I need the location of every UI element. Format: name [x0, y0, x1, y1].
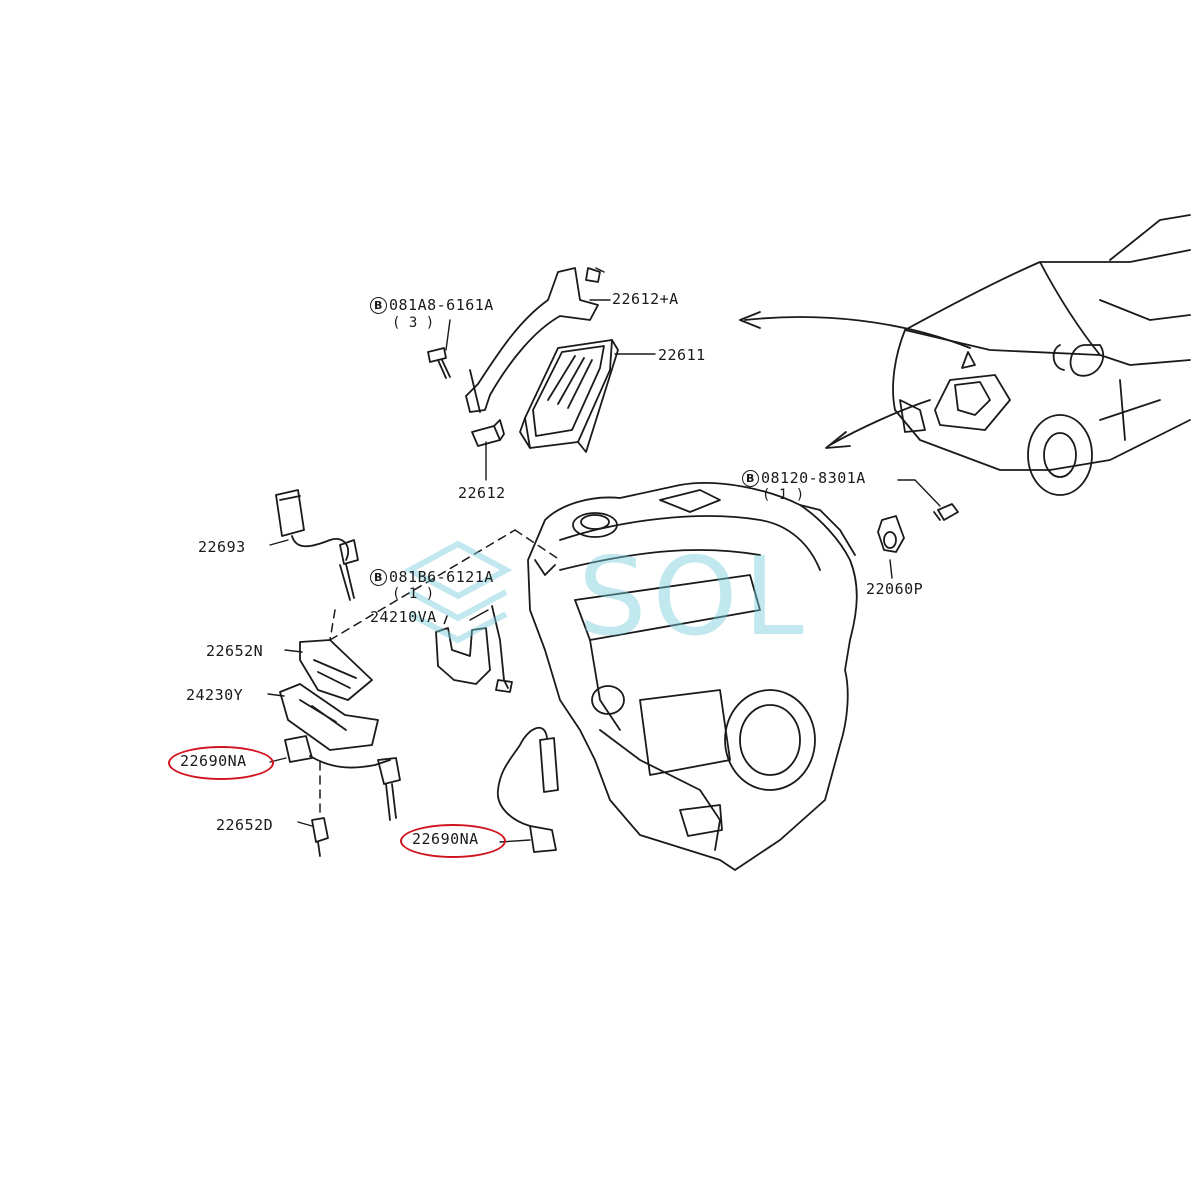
callout-badge-icon: B [370, 297, 387, 314]
callout-22060p: 22060P [866, 580, 924, 598]
assembly-guide-lines [319, 529, 561, 819]
part-number: 081B6-6121A [389, 568, 494, 586]
part-number: 08120-8301A [761, 469, 866, 487]
location-arrows [739, 311, 971, 449]
o2-sensor-22690na-left [284, 735, 401, 821]
vehicle-illustration [892, 214, 1191, 496]
manifold-24230y [279, 683, 379, 751]
watermark-text: SOL [578, 535, 810, 660]
callout-22690na-left: 22690NA [180, 752, 247, 770]
engine-block [527, 482, 858, 871]
callout-22611: 22611 [658, 346, 706, 364]
o2-sensor-22690na-right [497, 726, 559, 853]
o2-sensor-22693 [275, 489, 359, 601]
callout-22612-a: 22612+A [612, 290, 679, 308]
highlight-ring-22690na-right [400, 824, 506, 858]
callout-24210va: 24210VA [370, 608, 437, 626]
bolt-22652d [311, 817, 329, 857]
callout-22652n: 22652N [206, 642, 264, 660]
highlight-ring-22690na-left [168, 746, 274, 780]
bolt-081a8-6161a [427, 347, 451, 379]
callout-badge-icon: B [742, 470, 759, 487]
callout-badge-icon: B [370, 569, 387, 586]
callout-22612: 22612 [458, 484, 506, 502]
callout-22690na-right: 22690NA [412, 830, 479, 848]
leader-lines [267, 267, 941, 843]
ecu-bracket-22612-a [465, 267, 601, 413]
quantity-08120-8301a: ( 1 ) [762, 487, 805, 503]
quantity-081a8-6161a: ( 3 ) [392, 315, 435, 331]
quantity-081b6-6121a: ( 1 ) [392, 586, 435, 602]
sensor-22060p [877, 503, 959, 553]
bracket-24210va [435, 605, 513, 693]
callout-22693: 22693 [198, 538, 246, 556]
watermark-logo-icon [403, 540, 513, 644]
clip-22612 [471, 419, 505, 447]
callout-22652d: 22652D [216, 816, 274, 834]
callout-24230y: 24230Y [186, 686, 244, 704]
ecu-module-22611 [519, 339, 619, 453]
part-number: 081A8-6161A [389, 296, 494, 314]
